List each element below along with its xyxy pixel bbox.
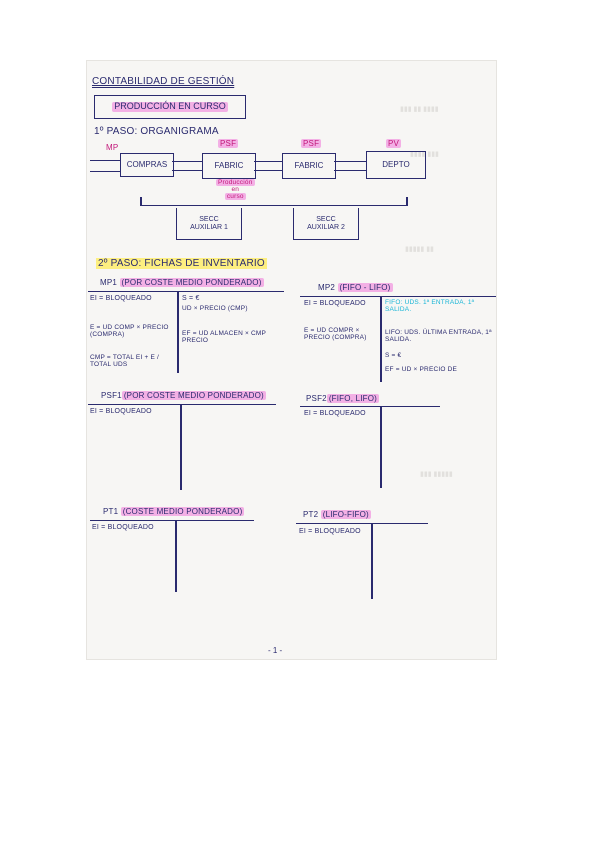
t-account-divider xyxy=(371,523,373,599)
flow-tag: PSF xyxy=(218,139,239,148)
flow-arrow xyxy=(90,171,120,173)
aux-section-2: SECC AUXILIAR 2 xyxy=(293,208,359,240)
pt2-left-line: EI = BLOQUEADO xyxy=(299,528,361,535)
flow-arrow xyxy=(254,170,282,172)
flow-arrow xyxy=(334,170,366,172)
flow-arrow xyxy=(254,161,282,163)
flow-tag: PSF xyxy=(301,139,322,148)
page-title: CONTABILIDAD DE GESTIÓN xyxy=(92,76,235,87)
bleed-through-text: ▮▮▮▮▮ ▮▮ xyxy=(405,246,434,253)
t-account-top xyxy=(90,520,254,522)
pt2-title: PT2 (LIFO-FIFO) xyxy=(303,510,371,519)
t-account-divider xyxy=(177,291,179,373)
psf1-left-line: EI = BLOQUEADO xyxy=(90,408,152,415)
mp1-right-line: EF = UD ALMACEN × CMP PRECIO xyxy=(182,330,266,345)
t-account-divider xyxy=(175,520,177,592)
bracket-line xyxy=(406,197,408,206)
flow-box-fabric-2: FABRIC xyxy=(282,153,336,179)
t-account-divider xyxy=(380,296,382,382)
t-account-divider xyxy=(180,404,182,490)
subtitle: PRODUCCIÓN EN CURSO xyxy=(112,101,228,112)
aux-section-1: SECC AUXILIAR 1 xyxy=(176,208,242,240)
flow-tag: MP xyxy=(106,143,119,152)
t-account-top xyxy=(88,291,284,293)
page-number: - 1 - xyxy=(268,646,283,655)
mp1-left-line: E = UD COMP × PRECIO (COMPRA) xyxy=(90,324,169,339)
flow-box-compras: COMPRAS xyxy=(120,153,174,177)
mp1-right-line: S = € xyxy=(182,295,200,302)
psf2-left-line: EI = BLOQUEADO xyxy=(304,410,366,417)
subtitle-box: PRODUCCIÓN EN CURSO xyxy=(94,95,246,119)
mp2-right-line: LIFO: UDS. ÚLTIMA ENTRADA, 1ª SALIDA. xyxy=(385,329,492,344)
flow-box-fabric-1: FABRIC xyxy=(202,153,256,179)
t-account-top xyxy=(300,296,496,298)
mp2-left-line: EI = BLOQUEADO xyxy=(304,300,366,307)
bleed-through-text: ▮▮▮ ▮▮ ▮▮▮▮ xyxy=(400,106,439,113)
mp1-left-line: EI = BLOQUEADO xyxy=(90,295,152,302)
psf1-title: PSF1(POR COSTE MEDIO PONDERADO) xyxy=(101,391,266,400)
pt1-title: PT1 (COSTE MEDIO PONDERADO) xyxy=(103,507,245,516)
mp1-left-line: CMP = TOTAL EI + E / TOTAL UDS xyxy=(90,354,160,369)
bracket-line xyxy=(140,197,142,206)
t-account-top xyxy=(88,404,276,406)
bleed-through-text: ▮▮▮▮ ▮▮▮ xyxy=(410,151,439,158)
mp2-title: MP2 (FIFO - LIFO) xyxy=(318,283,393,292)
psf2-title: PSF2(FIFO, LIFO) xyxy=(306,394,379,403)
mp2-left-line: E = UD COMPR × PRECIO (COMPRA) xyxy=(304,327,367,342)
t-account-divider xyxy=(380,406,382,488)
flow-tag: PV xyxy=(386,139,402,148)
mp1-title: MP1 (POR COSTE MEDIO PONDERADO) xyxy=(100,278,264,287)
t-account-top xyxy=(296,523,428,525)
production-note: Producción en curso xyxy=(216,179,255,200)
flow-arrow xyxy=(172,170,202,172)
notebook-page xyxy=(86,60,497,660)
t-account-top xyxy=(300,406,440,408)
flow-arrow xyxy=(172,161,202,163)
mp1-right-line: UD × PRECIO (CMP) xyxy=(182,305,248,312)
step-2-heading: 2º PASO: FICHAS DE INVENTARIO xyxy=(96,258,267,269)
bracket-line xyxy=(140,205,408,207)
flow-arrow xyxy=(90,160,120,162)
flow-arrow xyxy=(334,161,366,163)
flow-box-depto: DEPTO xyxy=(366,151,426,179)
pt1-left-line: EI = BLOQUEADO xyxy=(92,524,154,531)
mp2-right-line: S = € xyxy=(385,352,402,359)
mp2-right-line: FIFO: UDS. 1ª ENTRADA, 1ª SALIDA. xyxy=(385,299,475,314)
bleed-through-text: ▮▮▮ ▮▮▮▮▮ xyxy=(420,471,453,478)
step-1-heading: 1º PASO: ORGANIGRAMA xyxy=(94,126,219,137)
mp2-right-line: EF = UD × PRECIO DE xyxy=(385,366,458,373)
